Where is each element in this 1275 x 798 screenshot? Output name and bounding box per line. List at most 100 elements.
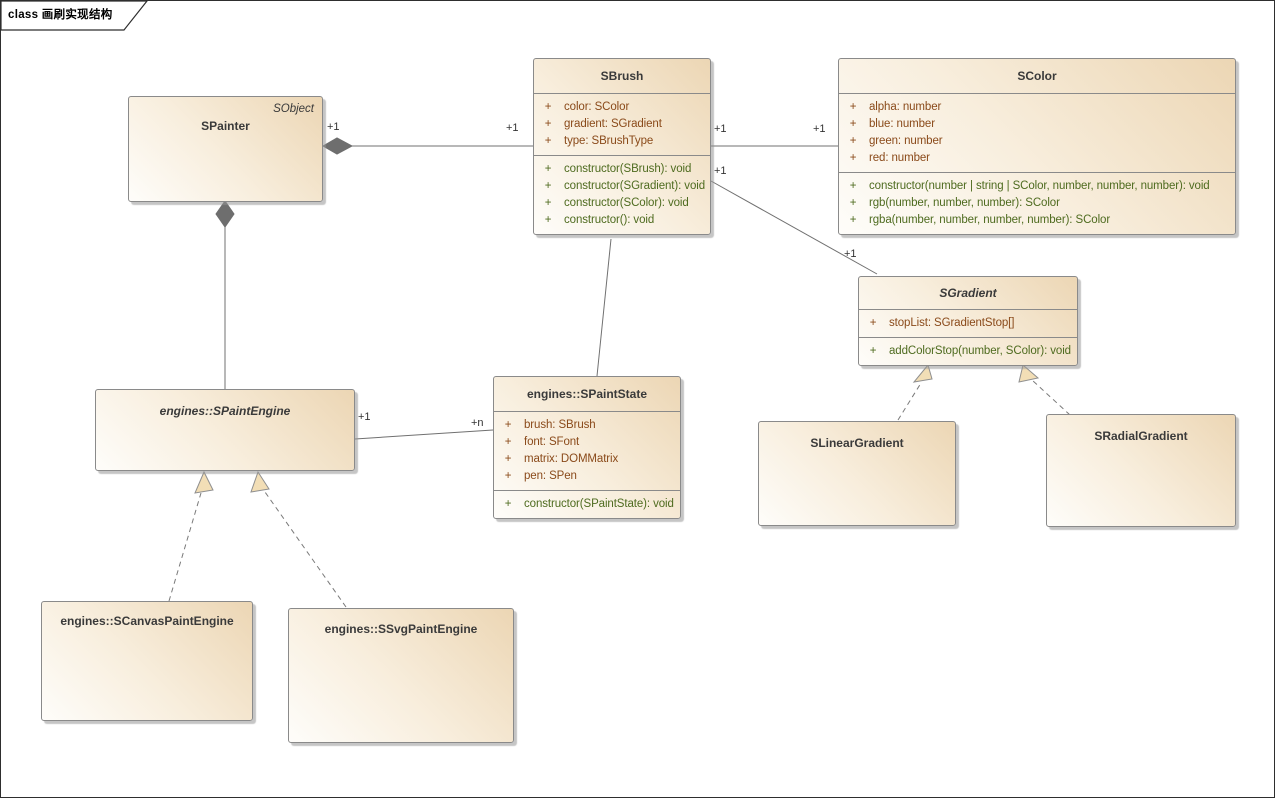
attribute-text: blue: number (869, 118, 935, 130)
attribute-row[interactable]: + blue: number (839, 116, 1235, 133)
composition-spainter-spaintengine[interactable] (215, 200, 235, 389)
realization-sradialgradient-sgradient[interactable] (1018, 364, 1071, 416)
class-spaintengine[interactable]: engines::SPaintEngine (95, 389, 355, 471)
method-row[interactable]: + constructor(SGradient): void (534, 178, 710, 195)
methods-compartment: + constructor(SBrush): void + constructo… (534, 155, 710, 234)
multiplicity-label: +1 (813, 123, 826, 135)
method-row[interactable]: + rgb(number, number, number): SColor (839, 195, 1235, 212)
method-row[interactable]: + constructor(SBrush): void (534, 161, 710, 178)
attribute-row[interactable]: + red: number (839, 150, 1235, 167)
class-title: engines::SSvgPaintEngine (324, 622, 478, 636)
attribute-row[interactable]: + green: number (839, 133, 1235, 150)
realization-scanvaspaintengine-spaintengine[interactable] (168, 470, 214, 602)
visibility-sign: + (544, 101, 552, 113)
attribute-row[interactable]: + alpha: number (839, 99, 1235, 116)
method-row[interactable]: + constructor(number | string | SColor, … (839, 178, 1235, 195)
visibility-sign: + (849, 101, 857, 113)
realization-ssvgpaintengine-spaintengine[interactable] (250, 470, 347, 608)
visibility-sign: + (504, 498, 512, 510)
attribute-row[interactable]: + gradient: SGradient (534, 116, 710, 133)
attribute-row[interactable]: + brush: SBrush (494, 417, 680, 434)
method-row[interactable]: + constructor(): void (534, 212, 710, 229)
methods-compartment: + constructor(SPaintState): void (494, 490, 680, 518)
class-title: SBrush (600, 69, 644, 83)
class-title: SGradient (939, 286, 997, 300)
method-text: constructor(number | string | SColor, nu… (869, 180, 1210, 192)
visibility-sign: + (504, 470, 512, 482)
attributes-compartment: + stopList: SGradientStop[] (859, 309, 1077, 337)
visibility-sign: + (849, 135, 857, 147)
attribute-text: type: SBrushType (564, 135, 654, 147)
attributes-compartment: + brush: SBrush + font: SFont + matrix: … (494, 411, 680, 490)
attribute-row[interactable]: + matrix: DOMMatrix (494, 451, 680, 468)
attribute-text: matrix: DOMMatrix (524, 453, 619, 465)
methods-compartment: + addColorStop(number, SColor): void (859, 337, 1077, 365)
method-text: constructor(SPaintState): void (524, 498, 674, 510)
methods-compartment: + constructor(number | string | SColor, … (839, 172, 1235, 234)
composition-diamond-icon (215, 200, 235, 228)
method-row[interactable]: + constructor(SColor): void (534, 195, 710, 212)
class-sgradient[interactable]: SGradient + stopList: SGradientStop[] + … (858, 276, 1078, 366)
stereotype-label: SObject (273, 103, 314, 115)
visibility-sign: + (849, 118, 857, 130)
attribute-text: font: SFont (524, 436, 580, 448)
visibility-sign: + (544, 180, 552, 192)
generalization-arrow-icon (912, 363, 933, 383)
visibility-sign: + (849, 197, 857, 209)
generalization-arrow-icon (250, 470, 270, 493)
attribute-row[interactable]: + color: SColor (534, 99, 710, 116)
class-title: SRadialGradient (1094, 429, 1188, 443)
attribute-text: brush: SBrush (524, 419, 596, 431)
method-text: addColorStop(number, SColor): void (889, 345, 1071, 357)
class-sradialgradient[interactable]: SRadialGradient (1046, 414, 1236, 527)
class-title: engines::SPaintEngine (159, 404, 291, 418)
attribute-row[interactable]: + stopList: SGradientStop[] (859, 315, 1077, 332)
attribute-text: red: number (869, 152, 930, 164)
association-spaintengine-spaintstate[interactable] (354, 429, 494, 440)
generalization-arrow-icon (1018, 364, 1040, 383)
attribute-text: gradient: SGradient (564, 118, 662, 130)
attribute-row[interactable]: + pen: SPen (494, 468, 680, 485)
multiplicity-label: +1 (506, 122, 519, 134)
realization-slineargradient-sgradient[interactable] (897, 363, 933, 421)
visibility-sign: + (869, 345, 877, 357)
attribute-row[interactable]: + type: SBrushType (534, 133, 710, 150)
visibility-sign: + (504, 419, 512, 431)
class-scolor[interactable]: SColor + alpha: number + blue: number + … (838, 58, 1236, 235)
composition-spainter-sbrush[interactable] (321, 137, 533, 155)
attributes-compartment: + alpha: number + blue: number + green: … (839, 93, 1235, 172)
diagram-frame-tab[interactable] (1, 1, 148, 31)
class-title: SLinearGradient (810, 436, 904, 450)
visibility-sign: + (544, 163, 552, 175)
class-title: engines::SCanvasPaintEngine (60, 614, 234, 628)
visibility-sign: + (544, 214, 552, 226)
method-row[interactable]: + constructor(SPaintState): void (494, 496, 680, 513)
multiplicity-label: +1 (358, 411, 371, 423)
visibility-sign: + (544, 118, 552, 130)
class-spainter[interactable]: SObject SPainter (128, 96, 323, 202)
attribute-text: color: SColor (564, 101, 630, 113)
visibility-sign: + (849, 180, 857, 192)
attributes-compartment: + color: SColor + gradient: SGradient + … (534, 93, 710, 155)
class-ssvgpaintengine[interactable]: engines::SSvgPaintEngine (288, 608, 514, 743)
class-scanvaspaintengine[interactable]: engines::SCanvasPaintEngine (41, 601, 253, 721)
visibility-sign: + (869, 317, 877, 329)
method-text: constructor(): void (564, 214, 655, 226)
association-sbrush-spaintstate[interactable] (596, 238, 612, 377)
method-text: rgb(number, number, number): SColor (869, 197, 1060, 209)
method-text: constructor(SGradient): void (564, 180, 706, 192)
multiplicity-label: +1 (714, 123, 727, 135)
method-row[interactable]: + addColorStop(number, SColor): void (859, 343, 1077, 360)
class-sbrush[interactable]: SBrush + color: SColor + gradient: SGrad… (533, 58, 711, 235)
multiplicity-label: +1 (327, 121, 340, 133)
class-spaintstate[interactable]: engines::SPaintState + brush: SBrush + f… (493, 376, 681, 519)
association-sbrush-sgradient[interactable] (710, 180, 878, 275)
method-row[interactable]: + rgba(number, number, number, number): … (839, 212, 1235, 229)
class-slineargradient[interactable]: SLinearGradient (758, 421, 956, 526)
composition-diamond-icon (321, 137, 354, 155)
multiplicity-label: +1 (714, 165, 727, 177)
attribute-row[interactable]: + font: SFont (494, 434, 680, 451)
attribute-text: green: number (869, 135, 943, 147)
visibility-sign: + (504, 453, 512, 465)
